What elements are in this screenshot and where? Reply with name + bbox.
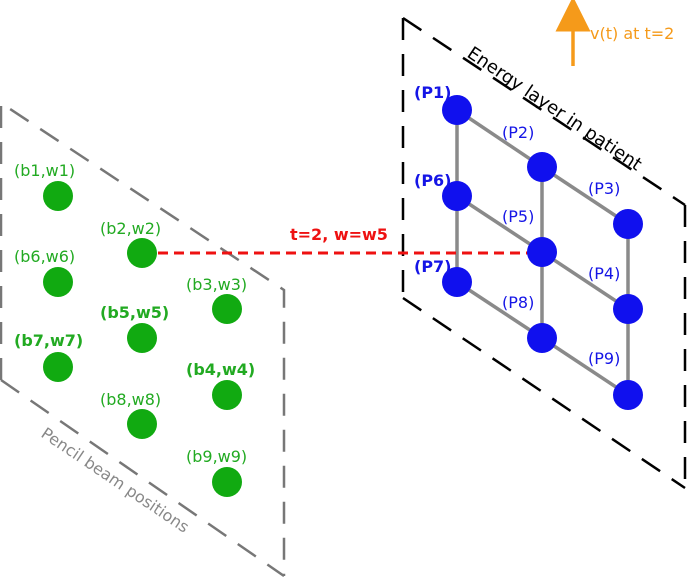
patient-point-p6: [442, 181, 472, 211]
patient-label-p4: (P4): [588, 264, 620, 283]
energy-layer-frame-bottom: [402, 296, 686, 490]
beam-label-b8: (b8,w8): [100, 390, 161, 409]
patient-point-p4: [613, 294, 643, 324]
patient-point-p1: [442, 95, 472, 125]
patient-point-p9: [613, 380, 643, 410]
beam-plane-frame-bottom: [0, 378, 285, 577]
energy-layer-frame-top: [402, 16, 686, 207]
beam-label-b9: (b9,w9): [186, 447, 247, 466]
beam-label-b6: (b6,w6): [14, 247, 75, 266]
patient-label-p5: (P5): [502, 207, 534, 226]
beam-spot-b9: [212, 467, 242, 497]
velocity-indicator: v(t) at t=2: [555, 0, 674, 66]
beam-label-b3: (b3,w3): [186, 275, 247, 294]
energy-layer-title: Energy layer in patient: [463, 43, 645, 175]
energy-layer-grid: [455, 108, 630, 397]
beam-plane: (b1,w1) (b2,w2) (b3,w3) (b4,w4) (b5,w5) …: [0, 100, 286, 577]
beam-spot-b8: [127, 409, 157, 439]
beam-spot-b6: [43, 267, 73, 297]
beam-label-b4: (b4,w4): [186, 360, 255, 379]
patient-point-p5: [527, 237, 557, 267]
patient-point-p3: [613, 209, 643, 239]
beam-label-b5: (b5,w5): [100, 303, 169, 322]
beam-label-b2: (b2,w2): [100, 219, 161, 238]
beam-spot-b7: [43, 352, 73, 382]
patient-point-p2: [527, 152, 557, 182]
beam-plane-caption: Pencil beam positions: [38, 424, 193, 537]
patient-label-p7: (P7): [414, 257, 451, 276]
patient-point-p7: [442, 267, 472, 297]
current-beam-label: t=2, w=w5: [290, 225, 388, 244]
patient-label-p1: (P1): [414, 83, 451, 102]
beam-spot-b3: [212, 294, 242, 324]
beam-spot-b1: [43, 181, 73, 211]
velocity-label: v(t) at t=2: [590, 24, 674, 43]
beam-spot-b2: [127, 238, 157, 268]
patient-label-p6: (P6): [414, 171, 451, 190]
beam-spot-b4: [212, 380, 242, 410]
patient-label-p9: (P9): [588, 349, 620, 368]
beam-plane-frame: [0, 100, 286, 576]
beam-spot-b5: [127, 323, 157, 353]
patient-point-p8: [527, 323, 557, 353]
patient-label-p3: (P3): [588, 179, 620, 198]
patient-points: (P1) (P2) (P3) (P4) (P5) (P6) (P7) (P8) …: [414, 83, 643, 410]
beam-label-b1: (b1,w1): [14, 161, 75, 180]
beam-label-b7: (b7,w7): [14, 331, 83, 350]
patient-label-p8: (P8): [502, 293, 534, 312]
patient-label-p2: (P2): [502, 123, 534, 142]
